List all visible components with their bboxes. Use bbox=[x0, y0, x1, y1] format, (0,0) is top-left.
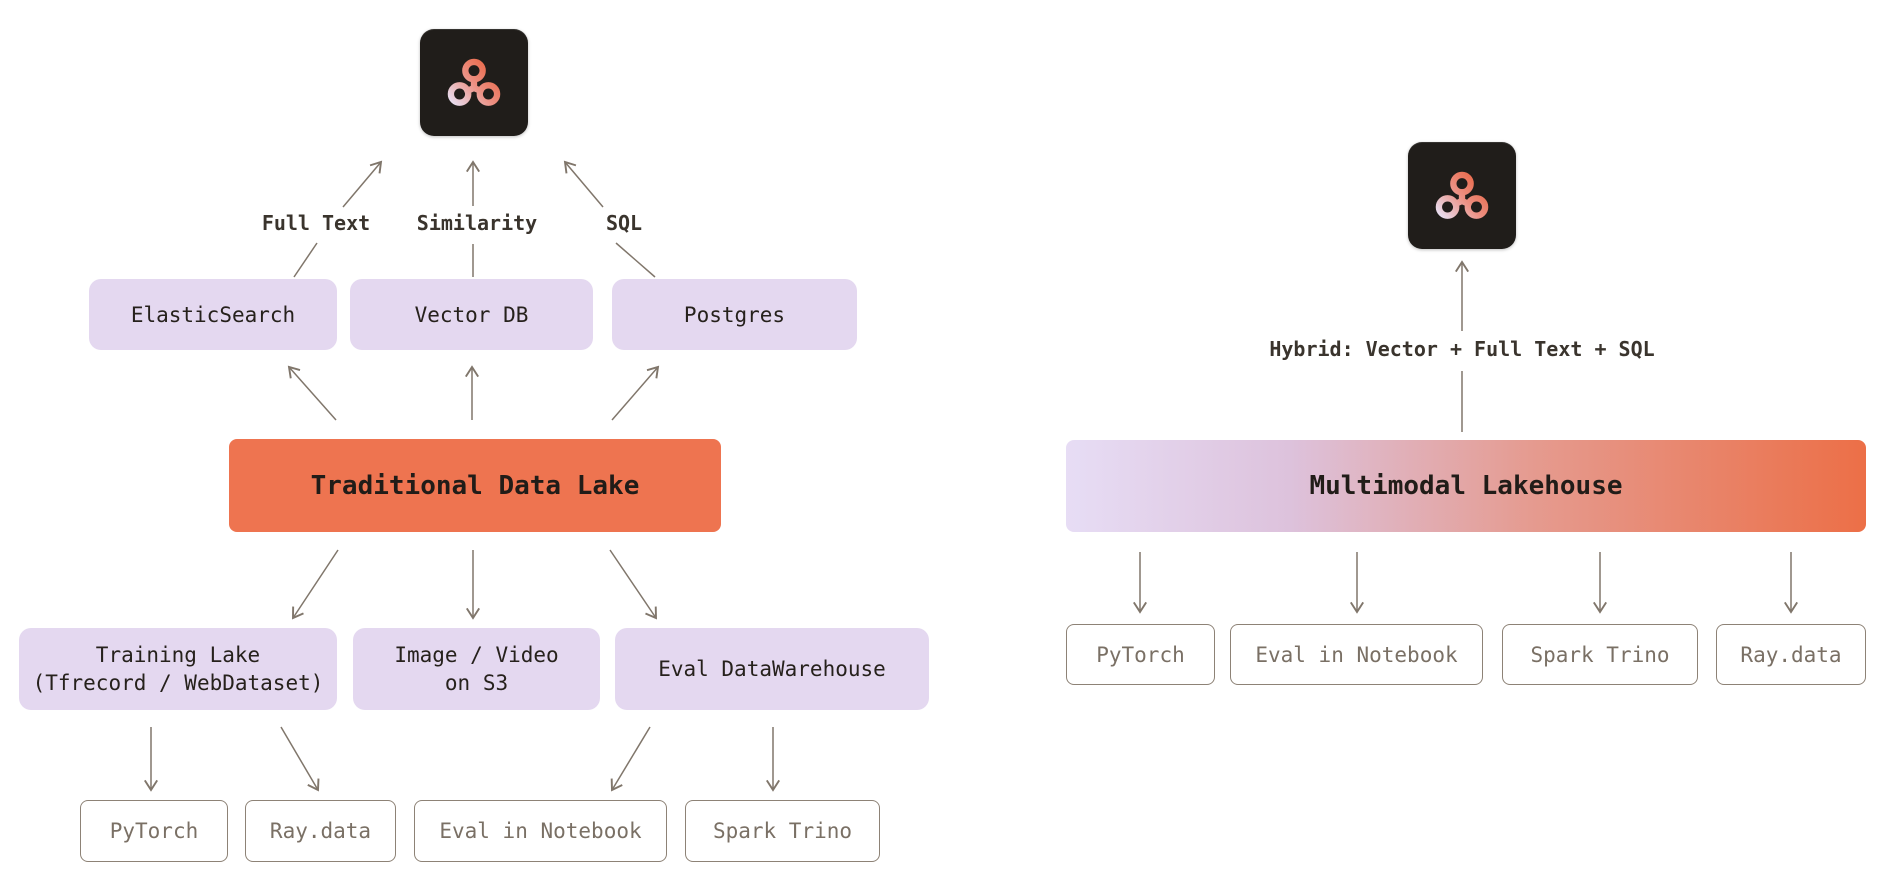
store-box-image-video-s3-text: Image / Video on S3 bbox=[394, 641, 558, 697]
consumer-box-pytorch-left: PyTorch bbox=[80, 800, 228, 862]
store-box-training-lake: Training Lake (Tfrecord / WebDataset) bbox=[19, 628, 337, 710]
store-box-image-video-s3: Image / Video on S3 bbox=[353, 628, 600, 710]
query-label-sql: SQL bbox=[605, 211, 643, 235]
db-logo-right bbox=[1408, 142, 1516, 249]
consumer-box-eval-notebook-left: Eval in Notebook bbox=[414, 800, 667, 862]
traditional-data-lake-box: Traditional Data Lake bbox=[229, 439, 721, 532]
store-box-training-lake-text: Training Lake (Tfrecord / WebDataset) bbox=[33, 641, 324, 697]
consumer-box-spark-trino-left: Spark Trino bbox=[685, 800, 880, 862]
query-label-similarity: Similarity bbox=[416, 211, 538, 235]
engine-box-vector-db: Vector DB bbox=[350, 279, 593, 350]
consumer-box-raydata-left: Ray.data bbox=[245, 800, 396, 862]
consumer-box-spark-trino-right: Spark Trino bbox=[1502, 624, 1698, 685]
tri-node-graph-icon bbox=[1435, 171, 1489, 219]
query-label-hybrid: Hybrid: Vector + Full Text + SQL bbox=[1269, 337, 1655, 361]
engine-box-postgres: Postgres bbox=[612, 279, 857, 350]
engine-box-elasticsearch: ElasticSearch bbox=[89, 279, 337, 350]
consumer-box-pytorch-right: PyTorch bbox=[1066, 624, 1215, 685]
store-line: on S3 bbox=[444, 671, 509, 695]
store-line: Training Lake bbox=[95, 643, 261, 667]
tri-node-graph-icon bbox=[447, 58, 501, 106]
multimodal-lakehouse-box: Multimodal Lakehouse bbox=[1066, 440, 1866, 532]
store-line: Image / Video bbox=[394, 643, 559, 667]
consumer-box-eval-notebook-right: Eval in Notebook bbox=[1230, 624, 1483, 685]
store-box-eval-datawarehouse: Eval DataWarehouse bbox=[615, 628, 929, 710]
store-line: (Tfrecord / WebDataset) bbox=[32, 671, 324, 695]
consumer-box-raydata-right: Ray.data bbox=[1716, 624, 1866, 685]
query-label-full-text: Full Text bbox=[261, 211, 371, 235]
db-logo-left bbox=[420, 29, 528, 136]
